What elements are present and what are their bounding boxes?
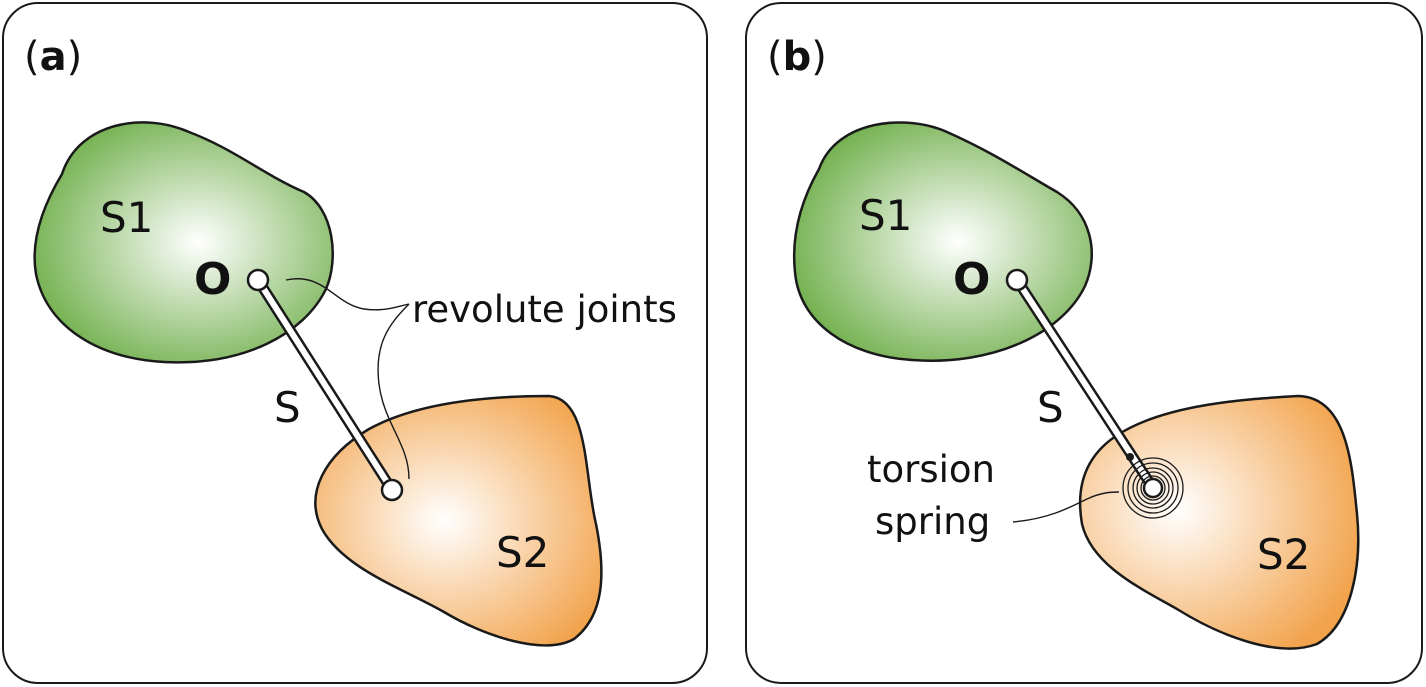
revolute-joints-label: revolute joints <box>412 288 677 331</box>
spring-anchor-dot <box>1126 453 1134 461</box>
body-s1-label: S1 <box>859 191 912 240</box>
link-label: S <box>1037 383 1064 432</box>
panel-a-diagram: (a) S1 O S2 S revolute joints <box>24 34 677 647</box>
torsion-label-line2: spring <box>875 500 990 543</box>
panel-a: (a) S1 O S2 S revolute joints <box>2 2 708 684</box>
link-label: S <box>274 383 301 432</box>
body-s2-shape <box>314 394 603 647</box>
body-s1-shape <box>793 121 1093 362</box>
panel-a-label: (a) <box>24 34 82 80</box>
link-rod <box>255 277 395 493</box>
leader-line-spring <box>1012 491 1120 523</box>
revolute-joint-top <box>1005 268 1029 292</box>
panel-b-label: (b) <box>767 34 827 80</box>
body-s1-label: S1 <box>100 193 153 242</box>
leader-line-top <box>285 278 410 311</box>
leader-line-bottom <box>377 303 410 480</box>
revolute-joint-bottom <box>380 478 404 502</box>
body-s2-label: S2 <box>496 528 549 577</box>
body-s2-shape <box>1078 394 1360 650</box>
panel-b-diagram: (b) S1 O S2 S torsion spring <box>767 34 1360 650</box>
torsion-label-line1: torsion <box>867 448 995 491</box>
body-s2-label: S2 <box>1257 530 1310 579</box>
origin-label: O <box>953 254 990 305</box>
body-s1-shape <box>33 121 334 364</box>
origin-label: O <box>194 254 231 305</box>
revolute-joint-bottom <box>1142 477 1164 499</box>
panel-b: (b) S1 O S2 S torsion spring <box>745 2 1423 684</box>
revolute-joint-top <box>246 268 270 292</box>
torsion-spring <box>1122 457 1184 519</box>
